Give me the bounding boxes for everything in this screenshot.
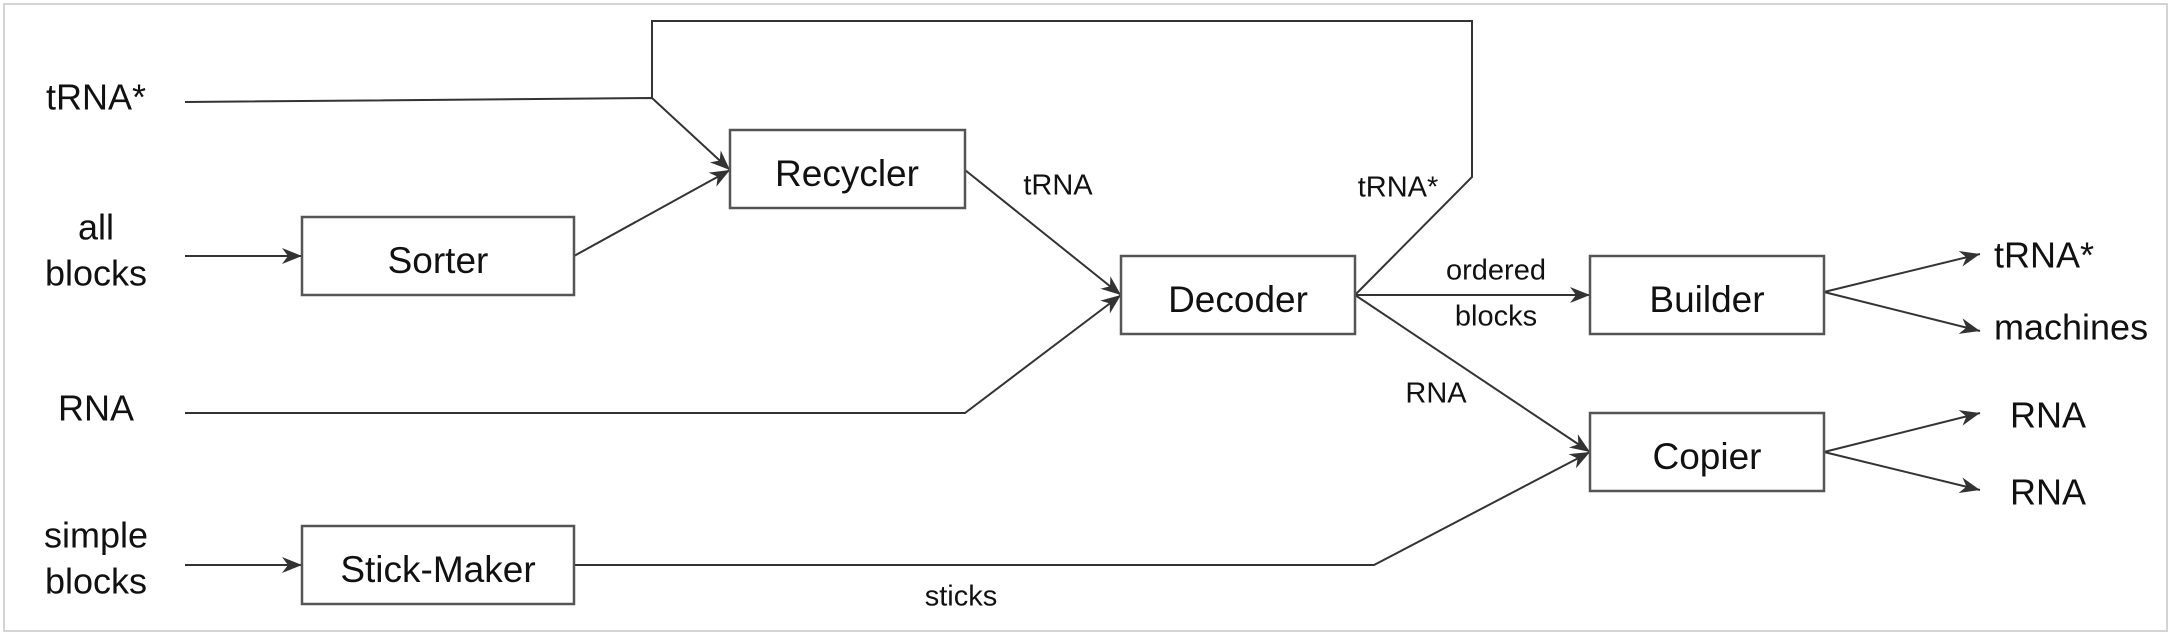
node-sorter-label: Sorter <box>388 240 489 281</box>
edge-sorter-to-recycler <box>573 169 731 257</box>
diagram-frame <box>3 3 2168 632</box>
edge-stick-maker-to-copier <box>574 451 1591 566</box>
input-simple-blocks-label-line1: simple <box>44 515 148 556</box>
edge-copier-to-rna-2 <box>1823 451 1981 494</box>
input-trna-star-label: tRNA* <box>46 77 146 118</box>
input-all-blocks-label-line2: blocks <box>45 253 147 294</box>
edge-rna-to-decoder <box>185 294 1122 414</box>
node-builder-label: Builder <box>1649 279 1764 320</box>
edge-label-sticks: sticks <box>925 581 998 613</box>
node-builder[interactable]: Builder <box>1588 254 1826 336</box>
input-rna-label: RNA <box>58 388 134 429</box>
edge-label-rna: RNA <box>1405 378 1467 410</box>
node-recycler-label: Recycler <box>775 153 919 194</box>
node-stick-maker[interactable]: Stick-Maker <box>300 524 576 606</box>
edge-builder-to-machines <box>1823 291 1981 334</box>
edge-label-ordered-line1: ordered <box>1446 255 1546 287</box>
node-copier-label: Copier <box>1653 436 1762 477</box>
node-decoder[interactable]: Decoder <box>1119 254 1357 336</box>
node-recycler[interactable]: Recycler <box>728 128 967 210</box>
edge-decoder-to-copier <box>1354 294 1591 453</box>
output-rna-1-label: RNA <box>2010 395 2086 436</box>
input-simple-blocks-label-line2: blocks <box>45 561 147 602</box>
edge-builder-to-trna-star <box>1823 250 1981 293</box>
input-all-blocks-label-line1: all <box>78 207 114 248</box>
edge-recycler-to-decoder <box>964 169 1122 296</box>
node-copier[interactable]: Copier <box>1588 411 1826 493</box>
output-rna-2-label: RNA <box>2010 472 2086 513</box>
node-sorter[interactable]: Sorter <box>300 215 576 297</box>
output-trna-star-label: tRNA* <box>1994 235 2094 276</box>
edges <box>184 20 1981 573</box>
edge-copier-to-rna-1 <box>1823 410 1981 453</box>
node-stick-maker-label: Stick-Maker <box>340 549 535 590</box>
node-decoder-label: Decoder <box>1168 279 1308 320</box>
edge-decoder-loop-trna-star <box>651 20 1473 296</box>
output-machines-label: machines <box>1994 307 2148 348</box>
edge-trna-star-to-recycler <box>184 96 731 171</box>
edge-label-trna-star: tRNA* <box>1358 172 1439 204</box>
edge-label-trna: tRNA <box>1023 170 1093 202</box>
edge-label-ordered-line2: blocks <box>1455 301 1537 333</box>
